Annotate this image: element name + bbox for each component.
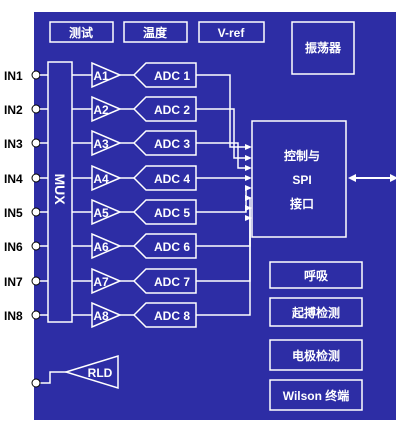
input-label-in5: IN5 xyxy=(4,206,23,220)
top-box-temperature: 温度 xyxy=(123,21,188,43)
input-pin-5 xyxy=(31,207,41,217)
adc-spi-wire-3 xyxy=(196,142,246,169)
input-pin-4 xyxy=(31,173,41,183)
mux-label: MUX xyxy=(52,173,68,205)
wilson-terminal-block: Wilson 终端 xyxy=(269,379,363,411)
input-label-in1: IN1 xyxy=(4,69,23,83)
adc-label-6: ADC 6 xyxy=(154,240,190,254)
amplifier-8 xyxy=(91,301,122,329)
amplifier-label-1: A1 xyxy=(93,69,109,83)
channel-6: IN6 A6 ADC 6 xyxy=(4,195,252,260)
adc-label-3: ADC 3 xyxy=(154,137,190,151)
amplifier-label-7: A7 xyxy=(93,275,109,289)
adc-spi-arrowhead-5 xyxy=(245,185,252,191)
top-box-test-label: 测试 xyxy=(69,25,93,40)
amplifier-5 xyxy=(91,198,122,226)
rld-block: RLD xyxy=(31,354,119,390)
rld-label: RLD xyxy=(88,366,113,380)
spi-bus-arrow xyxy=(348,174,398,182)
adc-label-7: ADC 7 xyxy=(154,275,190,289)
top-box-temperature-label: 温度 xyxy=(143,25,168,40)
adc-label-4: ADC 4 xyxy=(154,172,190,186)
amplifier-label-6: A6 xyxy=(93,240,109,254)
electrode-detection-label: 电极检测 xyxy=(292,348,340,363)
mux-block: MUX xyxy=(47,61,73,323)
amplifier-4 xyxy=(91,164,122,192)
adc-spi-arrowhead-6 xyxy=(245,195,252,201)
pacing-detection-block: 起搏检测 xyxy=(269,297,363,327)
amplifier-label-2: A2 xyxy=(93,103,109,117)
wilson-terminal-label: Wilson 终端 xyxy=(283,388,350,403)
adc-label-8: ADC 8 xyxy=(154,309,190,323)
chip-body xyxy=(34,12,396,420)
input-pin-1 xyxy=(31,70,41,80)
respiration-block: 呼吸 xyxy=(269,261,363,289)
input-pin-8 xyxy=(31,310,41,320)
oscillator-label: 振荡器 xyxy=(305,40,342,55)
top-box-vref-label: V-ref xyxy=(218,26,246,40)
input-pin-7 xyxy=(31,276,41,286)
adc-label-5: ADC 5 xyxy=(154,206,190,220)
amplifier-1 xyxy=(91,61,122,89)
interface-line-2: SPI xyxy=(292,173,311,187)
channel-2: IN2 A2 ADC 2 xyxy=(4,95,252,161)
input-label-in2: IN2 xyxy=(4,103,23,117)
pacing-detection-label: 起搏检测 xyxy=(291,305,340,320)
adc-label-1: ADC 1 xyxy=(154,69,190,83)
input-label-in7: IN7 xyxy=(4,275,23,289)
adc-spi-arrowhead-2 xyxy=(245,155,252,161)
adc-spi-arrowhead-1 xyxy=(245,144,252,150)
input-label-in6: IN6 xyxy=(4,240,23,254)
interface-line-1: 控制与 xyxy=(284,148,320,163)
adc-spi-arrowhead-3 xyxy=(245,165,252,171)
oscillator-block: 振荡器 xyxy=(291,21,355,75)
amplifier-label-8: A8 xyxy=(93,309,109,323)
top-box-test: 测试 xyxy=(49,21,114,43)
interface-line-3: 接口 xyxy=(290,196,314,211)
amplifier-6 xyxy=(91,232,122,260)
channel-3: IN3 A3 ADC 3 xyxy=(4,129,252,171)
input-pin-2 xyxy=(31,104,41,114)
input-label-in3: IN3 xyxy=(4,137,23,151)
amplifier-label-4: A4 xyxy=(93,172,109,186)
amplifier-2 xyxy=(91,95,122,123)
channel-4: IN4 A4 ADC 4 xyxy=(4,164,252,192)
spi-interface-block: 控制与 SPI 接口 xyxy=(251,120,347,238)
input-pin-6 xyxy=(31,241,41,251)
amplifier-3 xyxy=(91,129,122,157)
adc-spi-arrowhead-8 xyxy=(245,215,252,221)
channel-8: IN8 A8 ADC 8 xyxy=(4,215,252,329)
adc-spi-arrowhead-7 xyxy=(245,205,252,211)
respiration-label: 呼吸 xyxy=(304,268,329,283)
amplifier-label-3: A3 xyxy=(93,137,109,151)
input-label-in8: IN8 xyxy=(4,309,23,323)
adc-spi-wire-2 xyxy=(196,108,246,159)
electrode-detection-block: 电极检测 xyxy=(269,339,363,371)
top-box-vref: V-ref xyxy=(198,21,265,43)
input-pin-3 xyxy=(31,138,41,148)
amplifier-7 xyxy=(91,267,122,295)
input-label-in4: IN4 xyxy=(4,172,23,186)
amplifier-label-5: A5 xyxy=(93,206,109,220)
adc-spi-arrowhead-4 xyxy=(245,175,252,181)
adc-label-2: ADC 2 xyxy=(154,103,190,117)
